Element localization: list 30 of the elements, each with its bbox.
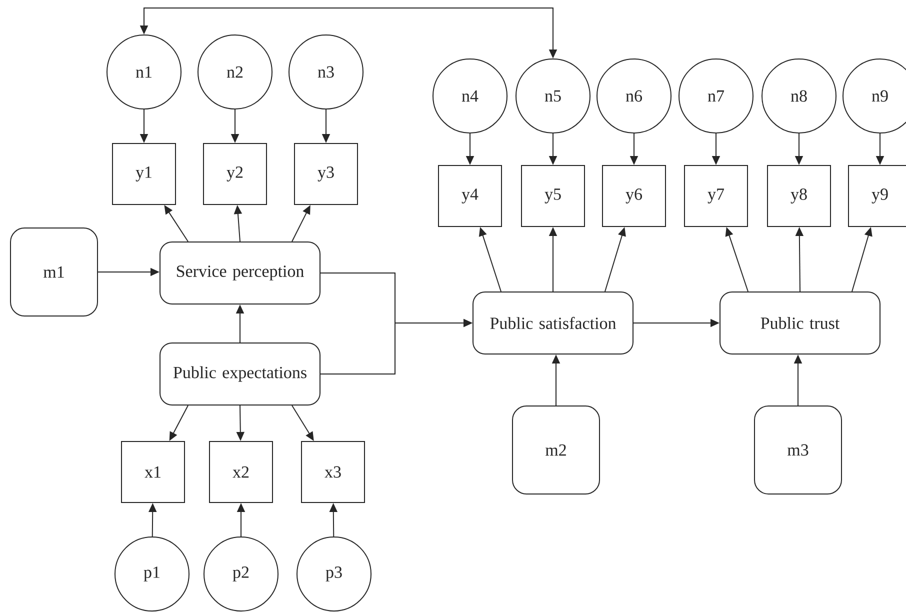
rounded-box: Public expectations — [160, 342, 320, 406]
circle-node: n1 — [106, 34, 182, 110]
circle-node: n5 — [516, 58, 590, 134]
rounded-box: m3 — [754, 406, 842, 494]
circle-node: n2 — [198, 34, 272, 110]
circle-node: n7 — [678, 58, 754, 134]
indicator-box: y4 — [438, 165, 502, 227]
indicator-box: y1 — [112, 143, 176, 205]
indicator-box: x1 — [121, 441, 185, 503]
indicator-box: y9 — [848, 165, 906, 227]
circle-node: n4 — [432, 58, 508, 134]
circle-node: n3 — [288, 34, 364, 110]
indicator-box: y8 — [767, 165, 831, 227]
circle-node: n6 — [596, 58, 672, 134]
circle-node: p3 — [296, 536, 372, 612]
rounded-box: Service perception — [160, 242, 320, 304]
rounded-box: Public trust — [720, 292, 880, 354]
circle-node: p1 — [114, 536, 190, 612]
indicator-box: y5 — [521, 165, 585, 227]
indicator-box: x2 — [209, 441, 273, 503]
circle-node: p2 — [204, 536, 278, 612]
indicator-box: y6 — [602, 165, 666, 227]
circle-node: n8 — [762, 58, 836, 134]
rounded-box: m1 — [10, 228, 98, 316]
indicator-box: y2 — [203, 143, 267, 205]
rounded-box: Public satisfaction — [472, 292, 634, 354]
indicator-box: y3 — [294, 143, 358, 205]
indicator-box: x3 — [301, 441, 365, 503]
rounded-box: m2 — [512, 406, 600, 494]
indicator-box: y7 — [684, 165, 748, 227]
